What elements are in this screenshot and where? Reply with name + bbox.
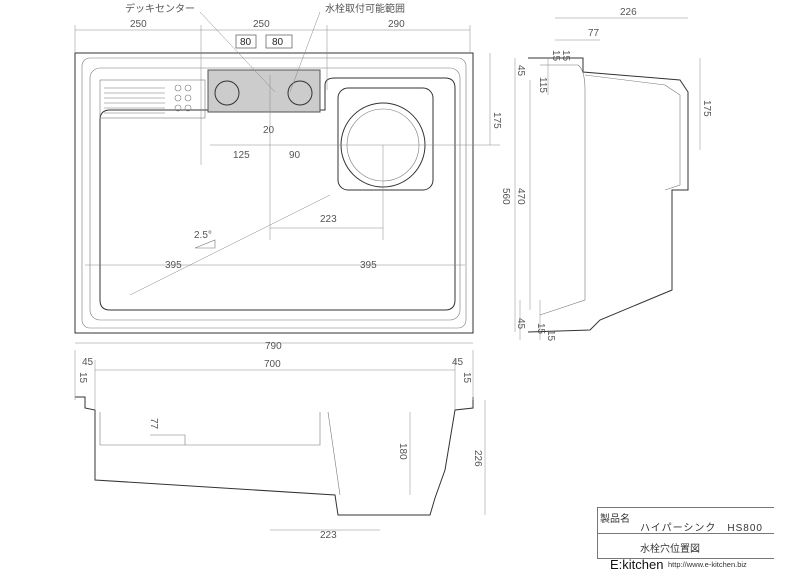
front-view: 45 45 700 15 15 77 180 226 223 (74, 350, 486, 541)
title-block: 製品名 ハイパーシンク HS800 水栓穴位置図 (597, 507, 774, 559)
dim-deck-b: 80 (272, 37, 284, 48)
side-dim-77: 77 (588, 28, 600, 39)
side-dim-115: 115 (537, 77, 548, 93)
product-name: ハイパーシンク HS800 (640, 523, 763, 534)
dim-plan-175: 175 (491, 112, 502, 129)
drainboard (99, 79, 206, 119)
dim-790: 790 (265, 341, 282, 352)
dim-395-right: 395 (360, 260, 377, 271)
side-dim-470: 470 (515, 188, 526, 205)
dim-deck-a: 80 (240, 37, 252, 48)
side-dim-560: 560 (500, 188, 511, 205)
side-dim-15a: 15 (550, 50, 561, 62)
drain-basket-frame (337, 87, 434, 191)
front-dim-left-15: 15 (77, 372, 88, 384)
side-dim-bot-15a: 15 (535, 323, 546, 335)
dim-223: 223 (320, 214, 337, 225)
slope-angle: 2.5° (194, 230, 212, 241)
dim-top-right: 290 (388, 19, 405, 30)
deck-plate (207, 69, 321, 113)
side-dim-45: 45 (515, 65, 526, 77)
side-view: 226 77 15 15 45 115 175 560 470 45 15 15 (500, 7, 712, 342)
front-dim-right-45: 45 (452, 357, 464, 368)
front-dim-77: 77 (148, 418, 159, 430)
site-url[interactable]: http://www.e-kitchen.biz (668, 560, 747, 569)
brand-logo: E:kitchen (610, 557, 664, 572)
product-label: 製品名 (600, 514, 630, 525)
front-dim-226: 226 (472, 450, 483, 467)
front-dim-700: 700 (264, 359, 281, 370)
front-dim-right-15: 15 (461, 372, 472, 384)
faucet-range-label: 水栓取付可能範囲 (325, 2, 405, 15)
drawing-name: 水栓穴位置図 (640, 544, 700, 555)
dim-90: 90 (289, 150, 301, 161)
side-dim-226: 226 (620, 7, 637, 18)
front-dim-left-45: 45 (82, 357, 94, 368)
plan-view: 250 250 290 80 80 デッキセンター 水栓取付可能範囲 175 2… (74, 2, 502, 352)
dim-395-left: 395 (165, 260, 182, 271)
dim-20: 20 (263, 125, 275, 136)
dim-125: 125 (233, 150, 250, 161)
dim-top-mid: 250 (253, 19, 270, 30)
side-dim-15b: 15 (560, 50, 571, 62)
deck-center-label: デッキセンター (125, 2, 195, 15)
side-dim-bot-15b: 15 (545, 330, 556, 342)
front-dim-223: 223 (320, 530, 337, 541)
front-dim-180: 180 (397, 443, 408, 460)
side-dim-175: 175 (701, 100, 712, 117)
side-dim-bot-45: 45 (515, 318, 526, 330)
dim-top-left: 250 (130, 19, 147, 30)
